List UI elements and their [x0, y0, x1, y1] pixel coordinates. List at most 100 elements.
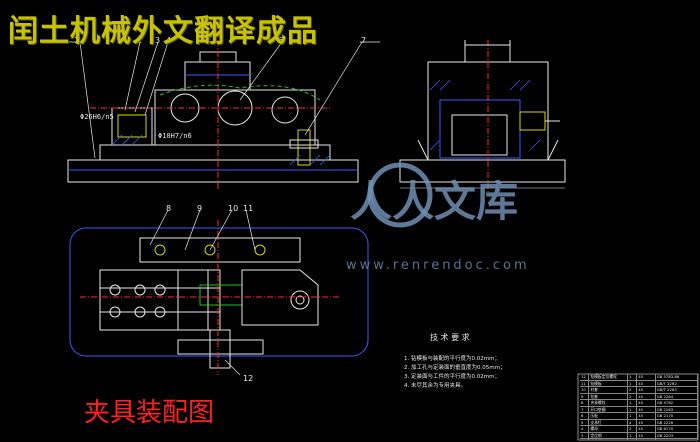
- bom-cell-qty: 1: [628, 432, 638, 438]
- top-jaw-block: [99, 269, 221, 331]
- bom-cell-code: GB 2226: [656, 419, 698, 425]
- tech-item: 2. 加工孔与定装面的垂直度为0.05mm；: [404, 365, 506, 371]
- bom-cell-qty: 2: [628, 393, 638, 399]
- bom-cell-name: 开口垫圈: [589, 406, 628, 412]
- top-view: [69, 209, 369, 376]
- bom-cell-code: GB 2175: [656, 413, 698, 419]
- bom-cell-code: GB 2263: [656, 406, 698, 412]
- bom-cell-no: 9: [580, 393, 590, 399]
- callout-4: 4: [166, 36, 172, 45]
- bom-cell-qty: 1: [628, 439, 638, 440]
- bom-cell-qty: 1: [628, 406, 638, 412]
- bom-cell-name: 衬套: [589, 387, 628, 393]
- bom-cell-mat: 45: [637, 419, 656, 425]
- front-view: [67, 40, 380, 190]
- bom-cell-name: 夹紧螺栓: [589, 400, 628, 406]
- top-drill-plate: [139, 237, 301, 263]
- bom-cell-code: GB 5783-86: [656, 374, 698, 380]
- bom-cell-code: GB/T 2263: [656, 387, 698, 393]
- tech-item: 1. 钻模板与装配的平行度为0.02mm；: [404, 356, 500, 362]
- callout-12: 12: [243, 374, 254, 383]
- callout-1: 1: [74, 36, 80, 45]
- bom-cell-no: 3: [580, 432, 590, 438]
- front-workpiece-outline: [159, 84, 321, 101]
- top-base-outline: [69, 227, 369, 357]
- bom-cell-no: 6: [580, 413, 590, 419]
- callout-3: 3: [155, 36, 161, 45]
- bom-cell-mat: 45: [637, 380, 656, 386]
- bom-cell-qty: 4: [628, 419, 638, 425]
- bom-cell-qty: 1: [628, 374, 638, 380]
- callout-11: 11: [243, 204, 254, 213]
- callout-9: 9: [197, 204, 203, 213]
- bom-cell-no: 2: [580, 439, 590, 440]
- dimension-front-fit: Φ26H6/n5: [80, 113, 114, 121]
- bom-cell-qty: 1: [628, 380, 638, 386]
- tech-title: 技 术 要 求: [430, 333, 470, 342]
- watermark-text: 人人文库: [350, 177, 519, 226]
- bom-cell-no: 10: [580, 387, 590, 393]
- bom-cell-name: 螺母: [589, 426, 628, 432]
- title-block: [577, 373, 699, 441]
- bom-cell-no: 8: [580, 400, 590, 406]
- bom-cell-code: GB 2264: [656, 393, 698, 399]
- tech-item: 4. 未尽其余为专用夹具。: [404, 383, 466, 389]
- bom-cell-qty: 1: [628, 400, 638, 406]
- callout-6: 6: [278, 36, 284, 45]
- bom-cell-code: GB 2203: [656, 432, 698, 438]
- banner-title: 闰土机械外文翻译成品: [8, 14, 318, 49]
- front-bore-right: [271, 96, 299, 124]
- bom-cell-name: 定位销: [589, 432, 628, 438]
- bom-cell-name: 定位板: [589, 439, 628, 440]
- callout-8: 8: [166, 204, 172, 213]
- bom-cell-qty: 1: [628, 413, 638, 419]
- caption: 夹具装配图: [84, 398, 215, 428]
- bom-cell-mat: 45: [637, 400, 656, 406]
- bom-cell-no: 7: [580, 406, 590, 412]
- dimension-center-fit: Φ10H7/n6: [158, 132, 192, 140]
- bom-cell-mat: 45: [637, 413, 656, 419]
- tech-requirements: 技 术 要 求 1. 钻模板与装配的平行度为0.02mm； 2. 加工孔与定装面…: [404, 332, 574, 391]
- bom-cell-name: 钻模板: [589, 380, 628, 386]
- bom-cell-code: GB 5782: [656, 400, 698, 406]
- tech-item: 3. 定装面与工件的平行度为0.02mm；: [404, 374, 500, 380]
- bom-row: 2定位板145GB 2236: [580, 439, 698, 440]
- bom-cell-name: 钻模板定位螺栓: [589, 374, 628, 380]
- bom-cell-qty: 2: [628, 387, 638, 393]
- callout-2: 2: [137, 36, 143, 45]
- bom-cell-mat: 45: [637, 406, 656, 412]
- bom-cell-code: GB/T 2262: [656, 380, 698, 386]
- bom-cell-mat: 45: [637, 387, 656, 393]
- watermark-logo-icon: [367, 162, 433, 228]
- bom-cell-name: 支承钉: [589, 419, 628, 425]
- bom-cell-no: 11: [580, 380, 590, 386]
- bom-cell-name: 钻套: [589, 393, 628, 399]
- callout-7: 7: [361, 36, 367, 45]
- callout-10: 10: [228, 204, 239, 213]
- top-fixture-body: [241, 269, 319, 326]
- bom-cell-code: GB 6170: [656, 426, 698, 432]
- bom-cell-mat: 45: [637, 393, 656, 399]
- watermark: 人人文库: [350, 150, 518, 250]
- bom-cell-code: GB 2236: [656, 439, 698, 440]
- top-bore: [290, 290, 310, 310]
- top-bottom-clamp: [177, 339, 264, 355]
- watermark-url: www.renrendoc.com: [346, 258, 530, 273]
- bom-cell-mat: 45: [637, 426, 656, 432]
- bom-cell-mat: 45: [637, 374, 656, 380]
- bom-cell-no: 5: [580, 419, 590, 425]
- bom-cell-mat: 45: [637, 432, 656, 438]
- bom-cell-mat: 45: [637, 439, 656, 440]
